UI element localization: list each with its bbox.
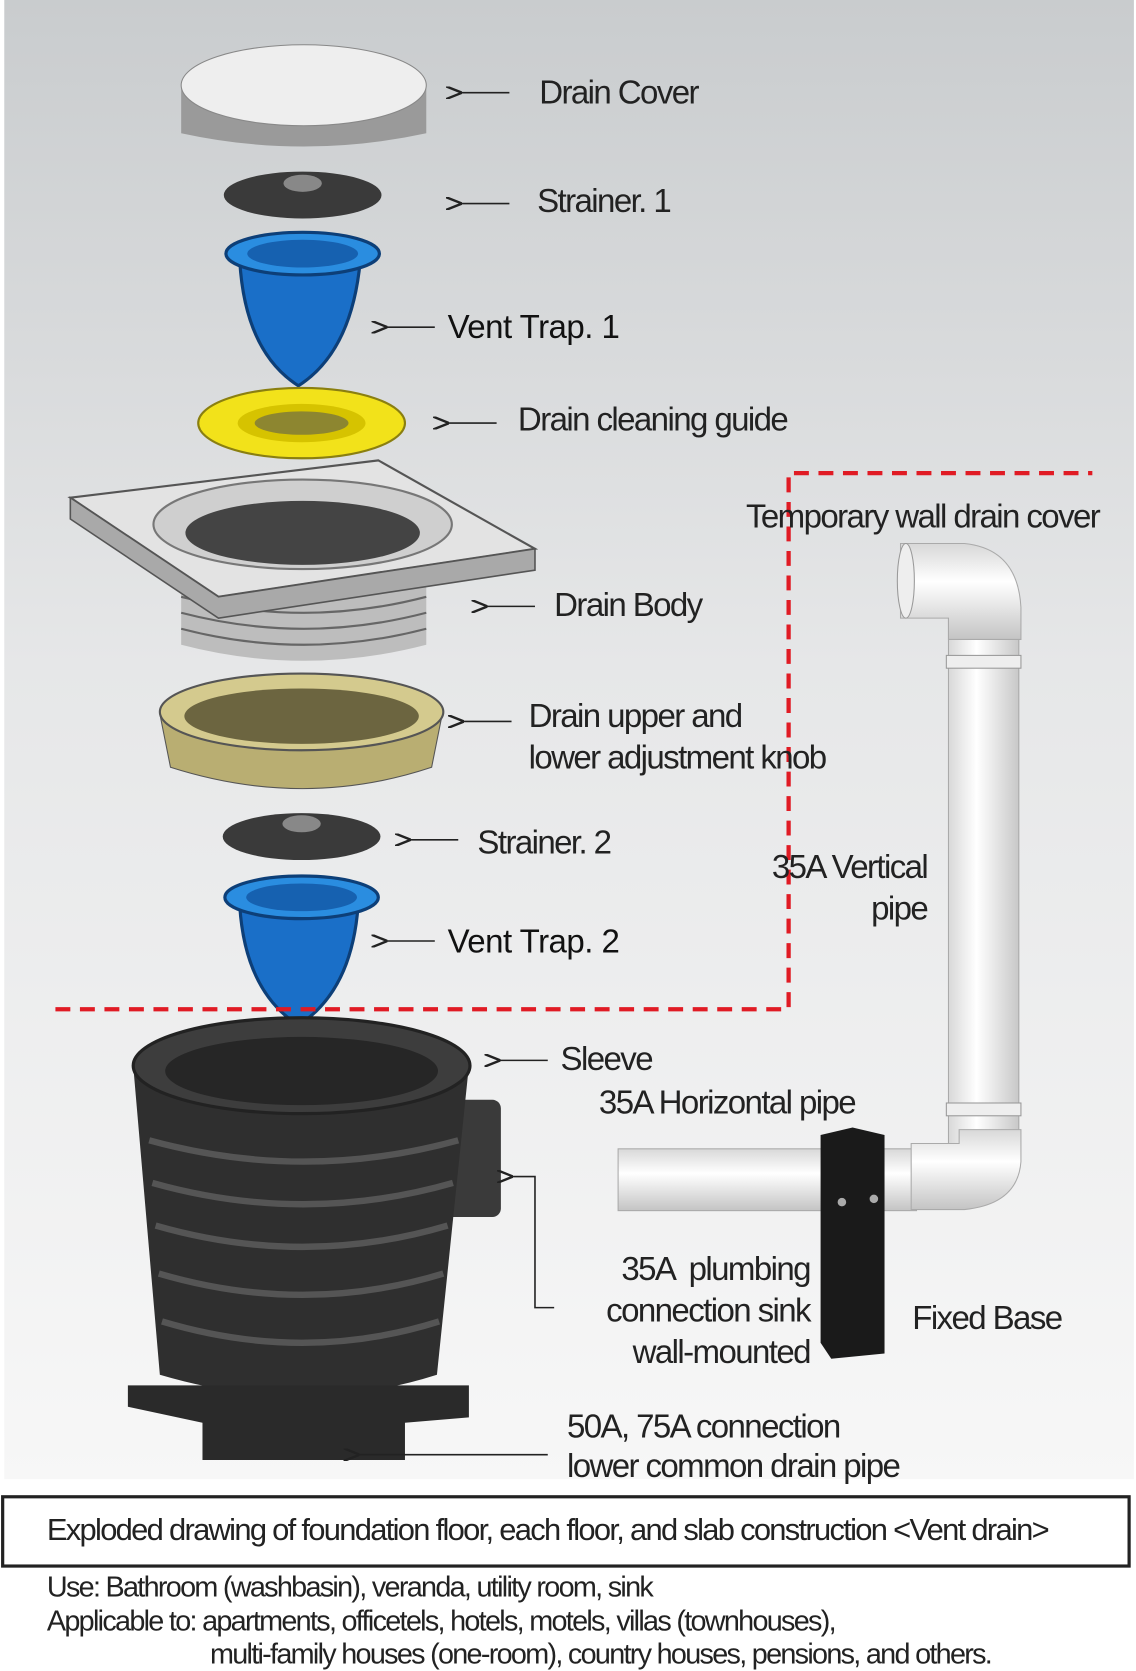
label-horizontal-pipe: 35A Horizontal pipe bbox=[598, 1083, 857, 1122]
sleeve-part bbox=[127, 1016, 501, 1461]
vent-trap-2-part bbox=[223, 874, 380, 1028]
caption-box bbox=[1, 1495, 1131, 1568]
adjustment-knob-part bbox=[158, 672, 445, 790]
vertical-pipe-part bbox=[896, 542, 1022, 1152]
label-strainer-2: Strainer. 2 bbox=[477, 823, 612, 862]
label-vent-trap-1: Vent Trap. 1 bbox=[447, 307, 620, 346]
applicable-note-line1: Applicable to: apartments, officetels, h… bbox=[46, 1604, 837, 1637]
drain-cover-part bbox=[180, 44, 427, 147]
use-note: Use: Bathroom (washbasin), veranda, util… bbox=[46, 1570, 654, 1603]
label-drain-cover: Drain Cover bbox=[539, 73, 699, 111]
vent-trap-1-part bbox=[224, 230, 381, 388]
label-drain-body: Drain Body bbox=[554, 586, 703, 624]
label-line: 35A Vertical bbox=[771, 848, 929, 886]
label-fixed-base: Fixed Base bbox=[912, 1299, 1063, 1337]
label-sleeve: Sleeve bbox=[560, 1040, 654, 1078]
label-line: pipe bbox=[871, 889, 929, 927]
strainer-1-part bbox=[223, 171, 382, 219]
label-strainer-1: Strainer. 1 bbox=[537, 182, 672, 220]
exploded-drawing bbox=[55, 44, 1093, 1492]
label-line: connection sink bbox=[606, 1291, 811, 1329]
drain-cleaning-guide-part bbox=[197, 386, 407, 460]
label-line: 50A, 75A connection bbox=[566, 1407, 841, 1446]
label-line: Drain upper and bbox=[528, 696, 744, 735]
caption: Exploded drawing of foundation floor, ea… bbox=[46, 1513, 1050, 1548]
horizontal-pipe-part bbox=[617, 1129, 1022, 1212]
label-line: lower common drain pipe bbox=[566, 1447, 901, 1485]
leader-arrows bbox=[358, 93, 555, 1455]
label-line: lower adjustment knob bbox=[528, 738, 828, 776]
fixed-base-part bbox=[820, 1127, 885, 1359]
strainer-2-part bbox=[222, 813, 381, 861]
applicable-note-line2: multi-family houses (one-room), country … bbox=[209, 1637, 993, 1670]
drain-body-part bbox=[67, 459, 539, 661]
label-temporary-wall-drain-cover: Temporary wall drain cover bbox=[745, 497, 1101, 535]
label-line: 35A plumbing bbox=[621, 1250, 811, 1288]
label-drain-cleaning-guide: Drain cleaning guide bbox=[517, 400, 789, 439]
label-line: wall-mounted bbox=[632, 1332, 812, 1370]
label-vent-trap-2: Vent Trap. 2 bbox=[447, 922, 620, 961]
